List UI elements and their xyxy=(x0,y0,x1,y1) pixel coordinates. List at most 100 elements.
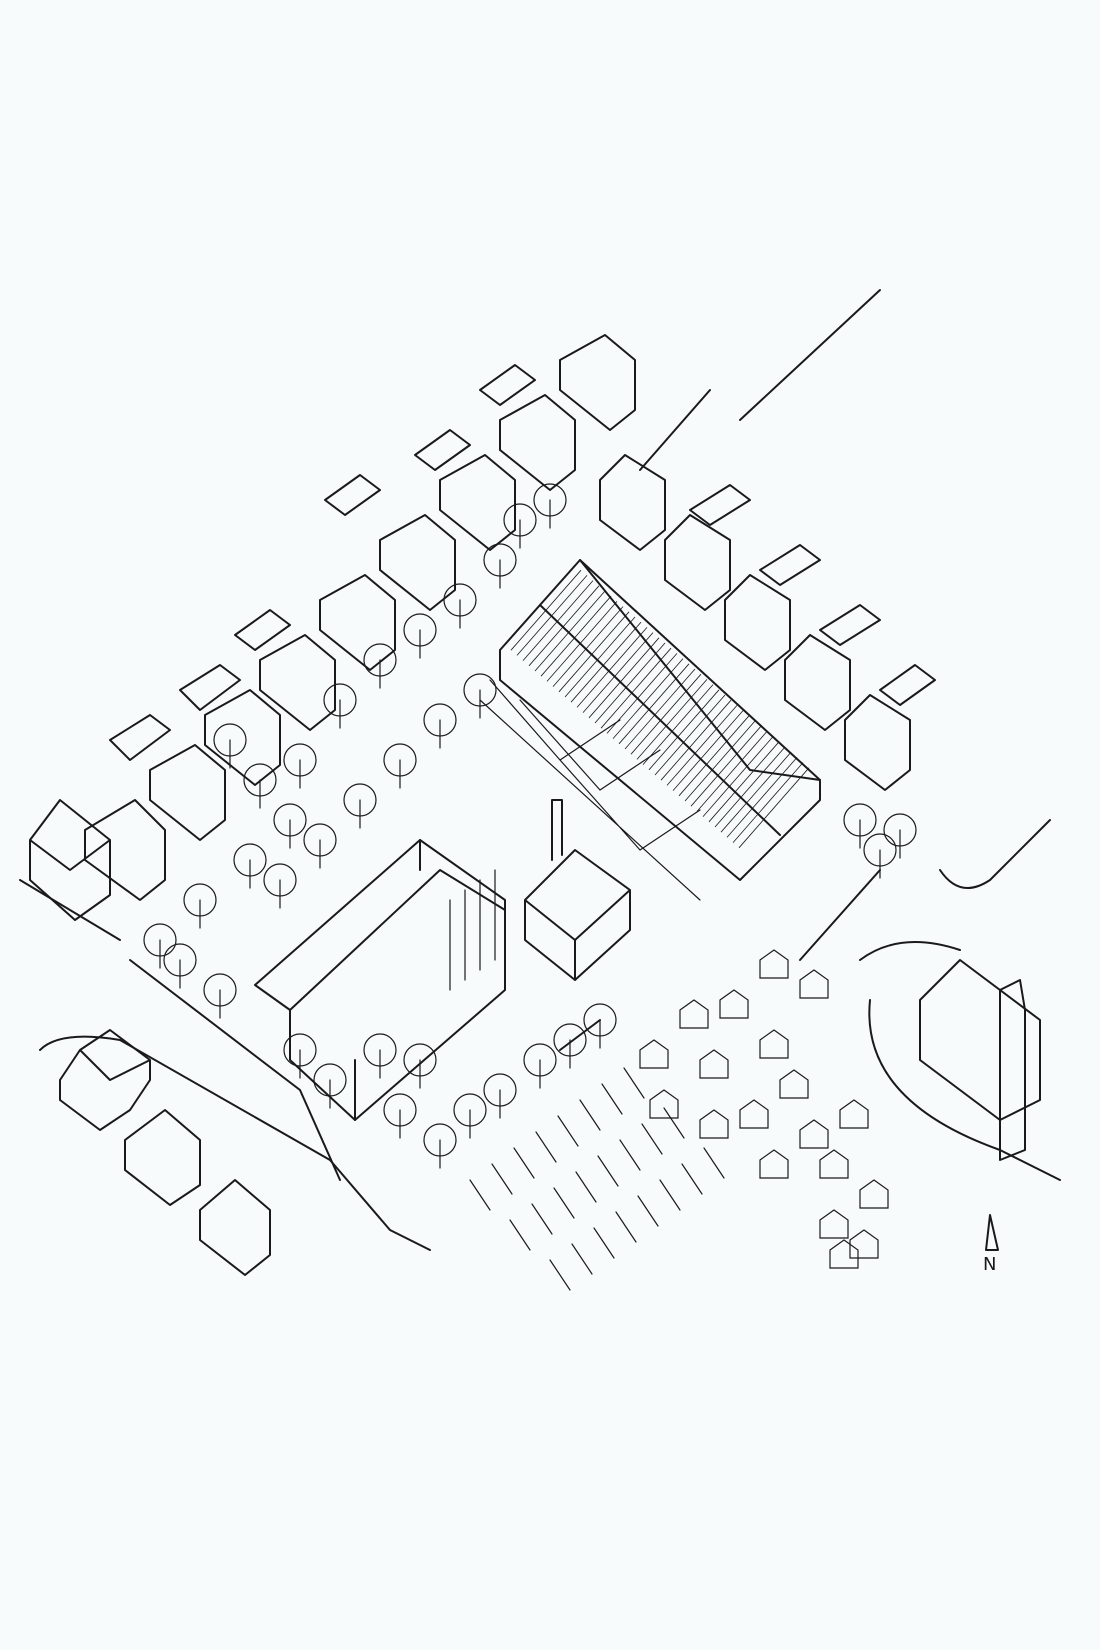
roof-hatch-line xyxy=(690,725,762,807)
parking-stripe xyxy=(509,1219,531,1251)
road-edge-east xyxy=(939,819,1051,889)
north-arrow-label: N xyxy=(983,1254,996,1275)
parking-stripe xyxy=(597,1155,619,1187)
tower-adjacent-building xyxy=(919,959,1041,1121)
tower xyxy=(919,959,1041,1161)
house-8 xyxy=(439,454,516,551)
parking-stripe xyxy=(615,1211,637,1243)
parking-stripe xyxy=(469,1179,491,1211)
roof-hatch-line xyxy=(510,569,582,651)
chimney xyxy=(551,799,563,861)
central-building xyxy=(254,839,506,1121)
roof-hatch-line xyxy=(540,595,612,677)
roof-hatch-line xyxy=(648,689,720,771)
house-4 xyxy=(204,689,281,786)
house-1 xyxy=(29,799,111,921)
stall xyxy=(819,1209,849,1239)
central-roof xyxy=(289,839,506,1121)
house-e4 xyxy=(784,634,851,731)
roads xyxy=(19,289,1061,1251)
house-7 xyxy=(379,514,456,611)
hall-roof-hatch xyxy=(504,564,810,849)
stall xyxy=(859,1179,889,1209)
roof-hatch-line xyxy=(546,601,618,682)
roof-hatch-line xyxy=(702,736,774,817)
hall-ridge xyxy=(539,559,821,836)
stall xyxy=(799,1119,829,1149)
house-e3 xyxy=(724,574,791,671)
pavilion-outline xyxy=(524,849,631,981)
tower-outline xyxy=(999,979,1026,1161)
site-boundary xyxy=(129,869,881,1181)
roof-hatch-line xyxy=(738,767,810,849)
roof-hatch-line xyxy=(600,647,672,729)
roof-hatch-line xyxy=(558,611,630,693)
parking-stripe xyxy=(663,1107,685,1139)
roof-hatch-line xyxy=(726,757,798,838)
roof-hatch-line xyxy=(516,575,588,656)
houses-north-row xyxy=(29,334,636,921)
stall xyxy=(799,969,829,999)
stall xyxy=(699,1049,729,1079)
parking-stripe xyxy=(681,1163,703,1195)
roof-hatch-line xyxy=(720,751,792,833)
stall xyxy=(829,1239,859,1269)
roof-hatch-line xyxy=(672,710,744,791)
market-hall xyxy=(479,559,821,901)
roof-hatch-line xyxy=(660,699,732,781)
house-e1 xyxy=(599,454,666,551)
stall xyxy=(779,1069,809,1099)
parking-stripe xyxy=(579,1099,601,1131)
stall xyxy=(819,1149,849,1179)
roof-hatch-line xyxy=(576,627,648,708)
roof-hatch-line xyxy=(708,741,780,823)
roof-hatch-line xyxy=(528,585,600,667)
roof-hatch-line xyxy=(654,694,726,776)
house-9 xyxy=(499,394,576,491)
houses-east-row xyxy=(599,454,936,791)
parking-stripe xyxy=(593,1227,615,1259)
parking-stripe xyxy=(549,1259,571,1291)
house-5 xyxy=(259,634,336,731)
stall xyxy=(839,1099,869,1129)
parking-stripe xyxy=(557,1115,579,1147)
roof-hatch-line xyxy=(678,715,750,797)
house-6 xyxy=(319,574,396,671)
parking-lot xyxy=(469,1067,725,1291)
roof-hatch-line xyxy=(594,642,666,724)
road-edge-southeast xyxy=(859,941,1061,1181)
roof-hatch-line xyxy=(618,663,690,745)
roof-hatch-line xyxy=(732,762,804,843)
north-arrow-icon xyxy=(985,1214,999,1251)
parking-stripe xyxy=(575,1171,597,1203)
stall xyxy=(719,989,749,1019)
roof-hatch-line xyxy=(612,658,684,739)
parking-stripe xyxy=(637,1195,659,1227)
stall xyxy=(739,1099,769,1129)
parking-stripe xyxy=(531,1203,553,1235)
parking-stripe xyxy=(601,1083,623,1115)
pavilion xyxy=(524,799,631,981)
road-edge-west xyxy=(39,1035,431,1251)
annex-east xyxy=(689,484,936,706)
parking-stripe xyxy=(491,1163,513,1195)
parking-stripe xyxy=(703,1147,725,1179)
house-10 xyxy=(559,334,636,431)
house-3 xyxy=(149,744,226,841)
north-arrow: N xyxy=(983,1214,999,1275)
parking-stripe xyxy=(659,1179,681,1211)
parking-stripe xyxy=(619,1139,641,1171)
central-facade-lines xyxy=(449,869,496,991)
roof-hatch-line xyxy=(570,621,642,703)
roof-hatch-line xyxy=(630,673,702,755)
stall xyxy=(759,1149,789,1179)
roof-hatch-line xyxy=(582,632,654,713)
roof-hatch-line xyxy=(522,580,594,661)
roof-hatch-line xyxy=(504,564,576,646)
roof-hatch-line xyxy=(606,653,678,734)
houses-south-west xyxy=(59,1029,271,1276)
stall xyxy=(759,1029,789,1059)
roof-hatch-line xyxy=(534,590,606,672)
parking-stripe xyxy=(535,1131,557,1163)
